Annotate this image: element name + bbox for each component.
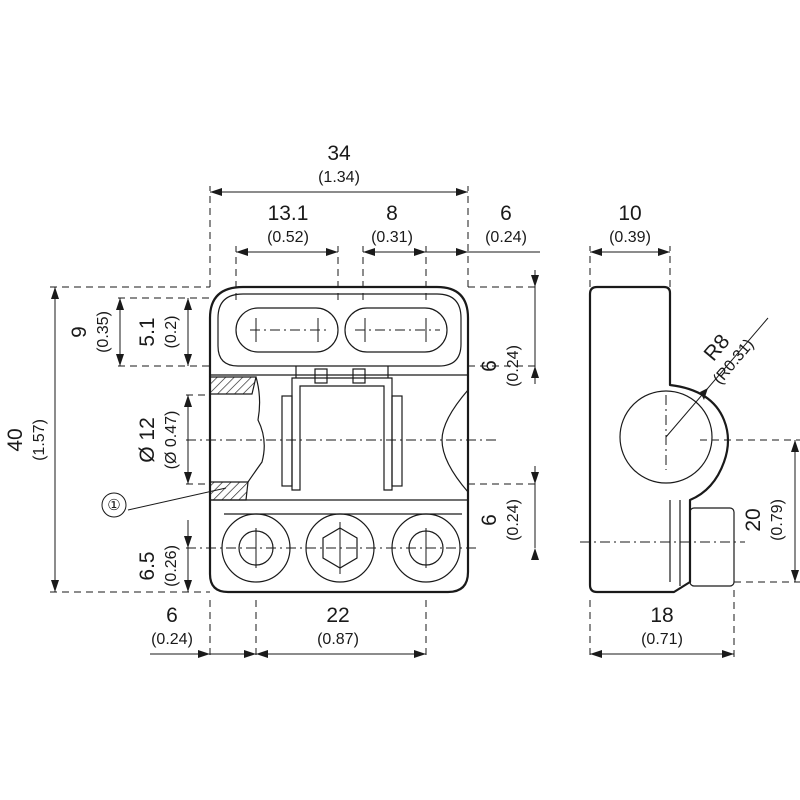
dim-bore-diameter-inch: (Ø 0.47)	[163, 411, 180, 470]
dim-overall-width: 34	[327, 142, 351, 165]
dim-bottom-left-inch: (0.24)	[151, 631, 193, 648]
dim-side-bottom: 18	[650, 604, 673, 627]
dim-bolt-height: 6.5	[136, 551, 159, 580]
side-bore	[619, 390, 713, 484]
dim-bore-diameter: Ø 12	[136, 417, 159, 463]
side-nut	[689, 507, 735, 587]
dim-right-upper: 6	[478, 360, 501, 372]
dim-slot-right: 6	[500, 202, 512, 225]
dim-bolt-height-inch: (0.26)	[163, 545, 180, 587]
latch-piece	[291, 377, 393, 491]
side-view	[580, 285, 745, 594]
labels: 34 (1.34) 13.1 (0.52) 8 (0.31) 6 (0.24) …	[4, 142, 786, 648]
callout-circle	[101, 492, 127, 518]
dim-overall-height: 40	[4, 428, 27, 451]
dim-bottom-mid: 22	[326, 604, 349, 627]
dim-side-width: 10	[618, 202, 641, 225]
dim-side-height-inch: (0.79)	[769, 499, 786, 541]
dim-right-upper-inch: (0.24)	[505, 345, 522, 387]
dim-overall-width-inch: (1.34)	[318, 169, 360, 186]
dim-slot-mid: 8	[386, 202, 398, 225]
radius-leader	[665, 317, 769, 438]
dim-side-height: 20	[742, 508, 765, 531]
dim-side-bottom-inch: (0.71)	[641, 631, 683, 648]
front-view	[186, 285, 478, 594]
slot-left	[235, 307, 339, 353]
slot-right	[344, 307, 448, 353]
callout-marker: ①	[107, 496, 120, 514]
dim-side-width-inch: (0.39)	[609, 229, 651, 246]
dim-right-lower: 6	[478, 514, 501, 526]
dim-bottom-mid-inch: (0.87)	[317, 631, 359, 648]
dim-slot-height: 5.1	[136, 317, 159, 346]
dim-overall-height-inch: (1.57)	[31, 419, 48, 461]
dim-slot-offset-inch: (0.35)	[95, 311, 112, 353]
hatched-section-top	[209, 376, 257, 395]
dim-slot-left: 13.1	[268, 202, 309, 225]
dim-slot-mid-inch: (0.31)	[371, 229, 413, 246]
dim-slot-left-inch: (0.52)	[267, 229, 309, 246]
dimension-lines	[51, 188, 799, 658]
extension-lines	[50, 186, 800, 660]
hatched-section-bottom	[209, 481, 249, 501]
dim-slot-offset: 9	[68, 326, 91, 338]
side-body-outline	[588, 285, 730, 594]
dim-slot-height-inch: (0.2)	[163, 316, 180, 349]
dim-bottom-left: 6	[166, 604, 178, 627]
callout-leader	[127, 487, 227, 511]
slot-frame	[217, 293, 462, 367]
dim-slot-right-inch: (0.24)	[485, 229, 527, 246]
front-body-outline	[208, 285, 470, 594]
dim-right-lower-inch: (0.24)	[505, 499, 522, 541]
